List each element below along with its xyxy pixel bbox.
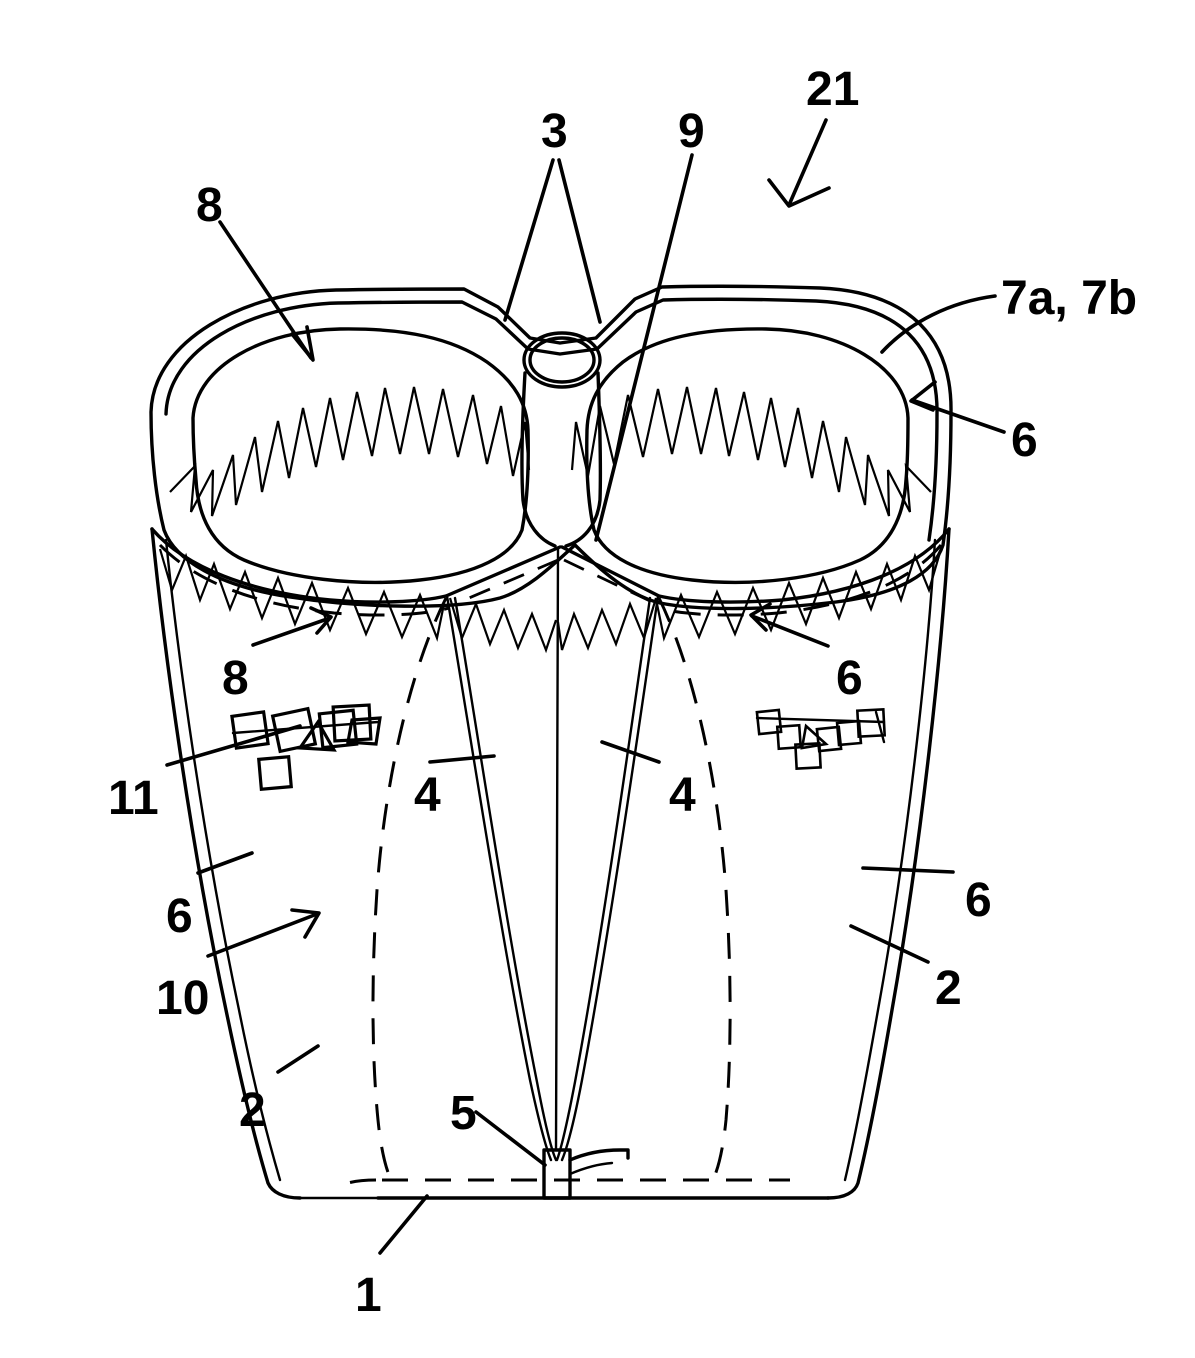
leader-8-low-arrowhead: [309, 606, 333, 635]
leader-6-b-arrowhead: [749, 602, 772, 632]
ref-numeral-4-left: 4: [414, 769, 441, 822]
left-inner-panel-dashed: [371, 597, 448, 1183]
left-seam-strap-outer: [445, 594, 553, 1162]
square-r1: [755, 708, 783, 736]
squares-right-guideline: [755, 716, 886, 724]
zigzag-lower-right: [655, 548, 943, 642]
right-seam-strap-outer: [560, 594, 660, 1162]
cups-inner-contour: [164, 297, 939, 542]
leader-6-a: [910, 398, 1006, 434]
right-cup-opening: [585, 327, 910, 585]
ref-numeral-10: 10: [156, 972, 210, 1025]
leader-3-left: [503, 158, 555, 322]
clasp-hook-lower: [568, 1161, 614, 1176]
ref-numeral-2-left: 2: [239, 1084, 266, 1137]
leader-4-l: [428, 754, 496, 764]
square-l6: [331, 703, 373, 743]
ref-numeral-6-right-side: 6: [965, 874, 992, 927]
right-outer-edge-inner: [843, 538, 937, 1182]
ref-numeral-6-lower: 6: [836, 652, 863, 705]
leader-2-r: [849, 924, 930, 964]
square-r2: [775, 723, 803, 751]
center-apex-left: [444, 545, 562, 598]
zigzag-lower-left: [158, 548, 446, 642]
ref-numeral-11: 11: [108, 772, 159, 825]
ref-numeral-9: 9: [678, 105, 705, 158]
leader-1: [378, 1194, 429, 1255]
ref-numeral-21: 21: [806, 63, 860, 116]
ref-numeral-5: 5: [450, 1087, 477, 1140]
leader-8-top-arrowhead: [290, 325, 315, 362]
zigzag-right-cup: [570, 386, 932, 517]
leader-5: [474, 1110, 547, 1167]
leader-2-l: [276, 1044, 320, 1074]
leader-10: [206, 912, 319, 958]
ref-numeral-6-left-side: 6: [166, 890, 193, 943]
ref-numeral-8-top: 8: [196, 179, 223, 232]
leader-8-top: [218, 220, 313, 360]
left-outer-edge-inner: [164, 538, 282, 1182]
leader-lines: [165, 118, 1006, 1255]
leader-4-r: [600, 740, 661, 764]
square-r3: [794, 742, 822, 770]
square-l1: [230, 710, 270, 750]
fastener-squares-left: [230, 703, 382, 791]
square-r4: [815, 725, 843, 753]
square-l4: [317, 708, 359, 750]
left-seam-strap-inner: [453, 596, 558, 1162]
bottom-hem-dashed-left-tail: [339, 1178, 377, 1188]
center-vertical-line: [554, 547, 560, 1152]
apex-dash-left: [461, 558, 559, 603]
apex-dash-right: [563, 558, 651, 603]
center-ring-inner: [528, 336, 596, 384]
lower-band-top-right: [657, 527, 951, 604]
leader-6-b: [750, 614, 830, 648]
left-outer-edge: [150, 527, 302, 1200]
square-r7: [855, 707, 887, 739]
leader-7a7b: [880, 294, 997, 354]
clasp-hook: [568, 1148, 630, 1162]
center-panel-right-wall: [564, 371, 603, 548]
square-l7-quad: [346, 716, 382, 746]
leader-6-c: [196, 851, 254, 875]
square-l2: [257, 755, 293, 791]
ref-numeral-3: 3: [541, 105, 568, 158]
leader-9: [594, 153, 694, 542]
leader-10-arrowhead: [290, 908, 321, 939]
right-inner-panel-dashed: [657, 597, 732, 1183]
ref-numeral-8-lower: 8: [222, 652, 249, 705]
ref-numeral-6-right-cup: 6: [1011, 414, 1038, 467]
center-apex-right: [560, 545, 661, 598]
leader-6-d: [861, 866, 955, 874]
leader-3-right: [557, 158, 602, 324]
leader-8-low: [251, 616, 332, 647]
leader-21-arrowhead: [767, 178, 831, 208]
leader-21: [787, 118, 828, 207]
center-ring-outer: [522, 331, 602, 389]
square-r5-triangle: [800, 723, 829, 750]
leader-11: [165, 724, 302, 767]
center-panel-left-wall: [520, 371, 557, 548]
ref-numeral-4-right: 4: [669, 769, 696, 822]
square-r6: [835, 719, 863, 747]
ref-numeral-7a-7b: 7a, 7b: [1001, 272, 1138, 325]
square-l5-triangle: [297, 719, 337, 752]
zigzag-apex-left: [448, 597, 558, 654]
lower-body-group: [150, 527, 951, 1200]
upper-cups-group: [149, 284, 953, 611]
fastener-squares-right: [755, 707, 887, 770]
right-outer-edge: [826, 527, 951, 1200]
lower-band-dashed-left: [158, 543, 450, 617]
ref-numeral-2-right: 2: [935, 962, 962, 1015]
square-r-tick: [874, 710, 886, 744]
zigzag-apex-right: [556, 597, 658, 652]
ref-numeral-1: 1: [355, 1269, 382, 1322]
leader-6-a-arrowhead: [909, 380, 937, 412]
left-cup-opening: [191, 327, 530, 585]
right-seam-strap-inner: [555, 596, 652, 1162]
zigzag-left-cup: [169, 386, 531, 517]
